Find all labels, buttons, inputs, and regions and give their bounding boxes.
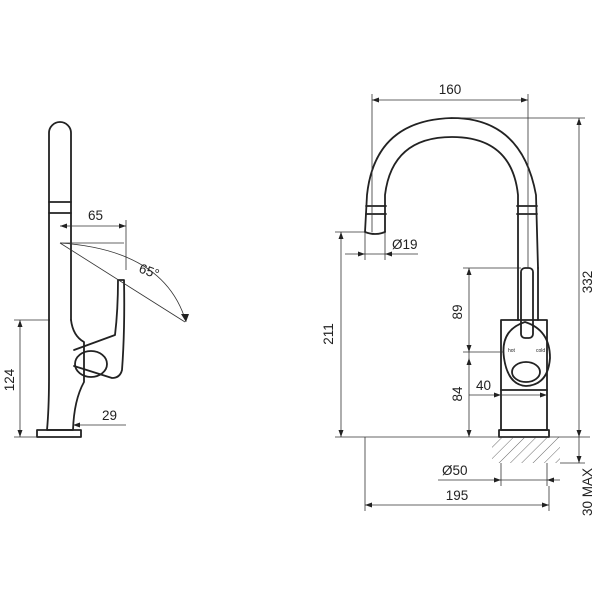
front-dim-deck-label: 30 MAX: [580, 468, 595, 516]
front-dim-arrow: [466, 358, 472, 365]
side-dim-base-label: 29: [102, 408, 117, 423]
front-dim-arrow: [542, 502, 549, 508]
front-benchtop-section: [492, 437, 560, 463]
front-handle-lever: [520, 267, 534, 339]
front-dim-outlet-height-label: 211: [321, 323, 336, 345]
front-dim-arrow: [372, 97, 379, 103]
side-body: [46, 319, 85, 431]
front-dim-arrow: [466, 430, 472, 437]
front-dim-arrow: [521, 97, 528, 103]
front-dim-hole-label: Ø50: [442, 463, 468, 478]
front-dim-arrow: [365, 502, 372, 508]
front-dim-arrow: [494, 392, 501, 398]
side-view: 65 65° 124 29: [2, 121, 189, 438]
front-dim-arrow: [576, 118, 582, 125]
side-base-plate: [36, 429, 82, 438]
front-dim-body-width-label: 40: [476, 378, 491, 393]
front-dim-total-reach-label: 195: [446, 488, 469, 503]
front-view: hot cold 160 332 Ø19 211: [321, 82, 595, 516]
front-spout-outlet: [364, 231, 386, 235]
side-dim-arrow: [60, 223, 67, 229]
front-dim-arrow: [576, 430, 582, 437]
front-dim-arrow: [358, 251, 365, 257]
side-dim-arrow: [17, 430, 23, 437]
side-dim-reach-label: 65: [88, 208, 103, 223]
side-dim-arrow: [73, 422, 80, 428]
side-angle-ref-line: [59, 242, 186, 323]
front-base-plate: [498, 429, 550, 438]
front-handle-knuckle: [502, 321, 551, 387]
front-dim-arrow: [494, 477, 501, 483]
front-dim-arrow: [338, 430, 344, 437]
front-dim-spout-reach-label: 160: [439, 82, 462, 97]
side-angle-arc: [59, 242, 187, 323]
front-dim-total-height-label: 332: [580, 271, 595, 294]
front-dim-outlet-label: Ø19: [392, 237, 418, 252]
front-dim-arrow: [466, 345, 472, 352]
side-spout-column: [48, 121, 72, 321]
side-dim-arrow: [119, 223, 126, 229]
front-handle-mark-hot: hot: [508, 348, 516, 354]
front-dim-arrow: [385, 251, 392, 257]
front-handle-mark-cold: cold: [536, 348, 545, 354]
front-dim-arrow: [576, 456, 582, 463]
side-dim-angle-label: 65°: [137, 261, 161, 282]
front-dim-arrow: [466, 268, 472, 275]
front-dim-handle-label: 89: [450, 304, 465, 319]
side-handle-knuckle: [74, 350, 108, 378]
front-dim-body-lower-label: 84: [450, 386, 465, 402]
side-dim-height-label: 124: [2, 368, 17, 391]
side-dim-arrow: [17, 320, 23, 327]
front-spout-inner: [384, 136, 519, 269]
front-dim-arrow: [540, 392, 547, 398]
front-dim-arrow: [338, 232, 344, 239]
front-dim-arrow: [547, 477, 554, 483]
side-dim-arrow: [181, 314, 189, 322]
side-handle-lever: [73, 279, 126, 379]
front-handle-cap: [511, 361, 541, 383]
front-spout-outer: [364, 117, 539, 269]
